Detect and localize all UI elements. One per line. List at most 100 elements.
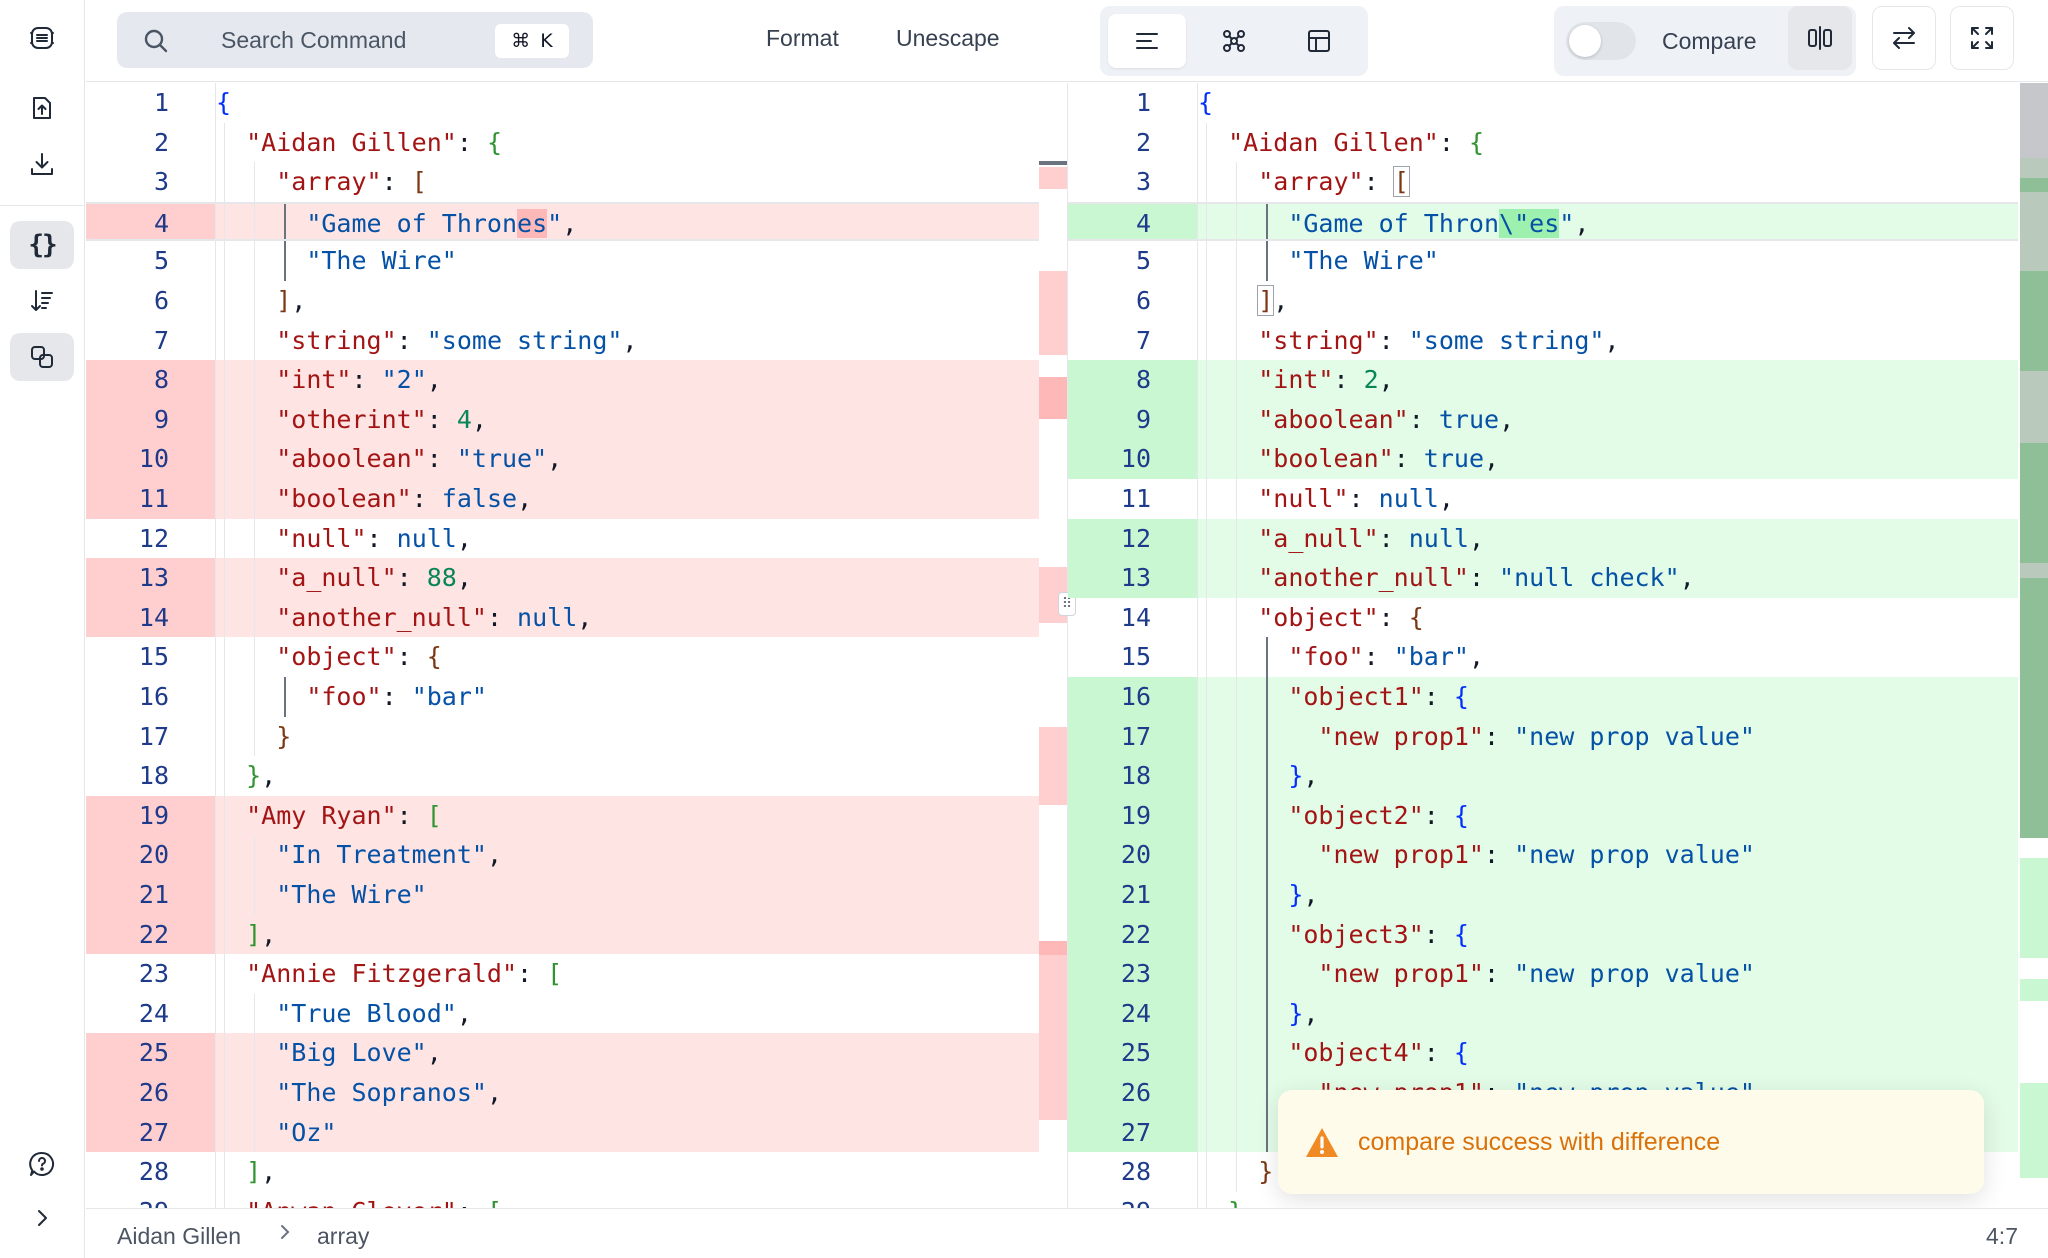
code-line[interactable]: 18 }, xyxy=(86,756,1039,796)
code-line[interactable]: 4 "Game of Thrones", xyxy=(86,201,1039,242)
code-line[interactable]: 23 "new prop1": "new prop value" xyxy=(1068,954,2018,994)
code-line[interactable]: 7 "string": "some string", xyxy=(86,320,1039,361)
unescape-button[interactable]: Unescape xyxy=(896,25,1000,51)
code-line[interactable]: 20 "In Treatment", xyxy=(86,835,1039,875)
code-line[interactable]: 29 }, xyxy=(1068,1191,2018,1208)
gutter-border xyxy=(215,677,216,717)
code-line[interactable]: 11 "null": null, xyxy=(1068,479,2018,519)
code-line[interactable]: 22 ], xyxy=(86,914,1039,955)
compare-icon[interactable] xyxy=(10,333,74,381)
code-line[interactable]: 9 "aboolean": true, xyxy=(1068,399,2018,440)
code-line[interactable]: 24 "True Blood", xyxy=(86,993,1039,1034)
indent-guide xyxy=(254,558,256,598)
code-line[interactable]: 29 "Anwan Glover": [ xyxy=(86,1191,1039,1208)
code-line[interactable]: 21 }, xyxy=(1068,875,2018,915)
code-text: ], xyxy=(216,281,306,321)
breadcrumb-item[interactable]: array xyxy=(317,1223,370,1249)
code-line[interactable]: 14 "another_null": null, xyxy=(86,597,1039,638)
code-line[interactable]: 28 } xyxy=(1068,1152,2018,1192)
code-line[interactable]: 10 "boolean": true, xyxy=(1068,439,2018,479)
table-view-button[interactable] xyxy=(1280,14,1358,68)
code-line[interactable]: 18 }, xyxy=(1068,756,2018,796)
code-line[interactable]: 13 "a_null": 88, xyxy=(86,558,1039,598)
code-line[interactable]: 13 "another_null": "null check", xyxy=(1068,558,2018,598)
code-token: : xyxy=(1363,642,1394,672)
graph-view-button[interactable] xyxy=(1195,14,1273,68)
code-line[interactable]: 21 "The Wire" xyxy=(86,875,1039,915)
code-token xyxy=(1198,840,1318,869)
split-view-button[interactable] xyxy=(1788,6,1852,70)
resize-grip-icon[interactable]: ⠿ xyxy=(1058,592,1076,616)
left-overview-ruler[interactable] xyxy=(1039,83,1067,1208)
swap-sides-button[interactable] xyxy=(1872,6,1936,70)
code-line[interactable]: 12 "null": null, xyxy=(86,518,1039,559)
code-text: "foo": "bar" xyxy=(216,677,487,717)
code-line[interactable]: 2 "Aidan Gillen": { xyxy=(86,122,1039,163)
code-line[interactable]: 15 "object": { xyxy=(86,637,1039,677)
modified-json-editor[interactable]: 1{2 "Aidan Gillen": {3 "array": [4 "Game… xyxy=(1068,83,2018,1208)
text-view-button[interactable] xyxy=(1108,14,1186,68)
format-button[interactable]: Format xyxy=(766,25,839,51)
sort-icon[interactable] xyxy=(10,277,74,325)
code-line[interactable]: 27 "Oz" xyxy=(86,1112,1039,1153)
logo-icon[interactable] xyxy=(10,14,74,62)
code-line[interactable]: 7 "string": "some string", xyxy=(1068,320,2018,361)
code-line[interactable]: 16 "object1": { xyxy=(1068,677,2018,717)
search-command-box[interactable]: Search Command ⌘ K xyxy=(117,12,593,68)
code-line[interactable]: 28 ], xyxy=(86,1152,1039,1192)
code-token: ] xyxy=(246,1157,262,1187)
code-line[interactable]: 20 "new prop1": "new prop value" xyxy=(1068,835,2018,875)
code-line[interactable]: 24 }, xyxy=(1068,993,2018,1034)
code-line[interactable]: 19 "Amy Ryan": [ xyxy=(86,795,1039,836)
code-line[interactable]: 25 "object4": { xyxy=(1068,1033,2018,1073)
line-number: 16 xyxy=(138,682,169,711)
code-line[interactable]: 3 "array": [ xyxy=(86,162,1039,202)
code-token: : xyxy=(1423,682,1454,711)
code-line[interactable]: 16 "foo": "bar" xyxy=(86,677,1039,717)
import-file-icon[interactable] xyxy=(10,84,74,132)
code-line[interactable]: 8 "int": 2, xyxy=(1068,360,2018,400)
original-json-editor[interactable]: 1{2 "Aidan Gillen": {3 "array": [4 "Game… xyxy=(86,83,1039,1208)
code-line[interactable]: 8 "int": "2", xyxy=(86,360,1039,400)
expand-rail-icon[interactable] xyxy=(10,1194,74,1242)
code-line[interactable]: 2 "Aidan Gillen": { xyxy=(1068,122,2018,163)
code-line[interactable]: 6 ], xyxy=(1068,281,2018,321)
help-icon[interactable] xyxy=(10,1140,74,1188)
pane-divider[interactable] xyxy=(1067,83,1068,1208)
code-line[interactable]: 19 "object2": { xyxy=(1068,795,2018,836)
code-line[interactable]: 10 "aboolean": "true", xyxy=(86,439,1039,479)
code-text: "object2": { xyxy=(1198,796,1469,836)
code-line[interactable]: 23 "Annie Fitzgerald": [ xyxy=(86,954,1039,994)
download-icon[interactable] xyxy=(10,140,74,188)
code-line[interactable]: 17 } xyxy=(86,716,1039,757)
indent-guide xyxy=(254,716,256,757)
code-token: 4 xyxy=(456,404,472,434)
compare-toggle[interactable] xyxy=(1566,22,1636,60)
code-line[interactable]: 11 "boolean": false, xyxy=(86,479,1039,519)
code-line[interactable]: 5 "The Wire" xyxy=(1068,241,2018,281)
code-line[interactable]: 1{ xyxy=(1068,83,2018,123)
breadcrumb-item[interactable]: Aidan Gillen xyxy=(117,1223,242,1249)
gutter-border xyxy=(1197,122,1198,163)
fullscreen-button[interactable] xyxy=(1950,6,2014,70)
line-number: 1 xyxy=(153,88,169,117)
right-overview-ruler[interactable] xyxy=(2020,83,2048,1208)
code-text: "Game of Thron\"es", xyxy=(1198,204,1589,240)
code-line[interactable]: 12 "a_null": null, xyxy=(1068,518,2018,559)
code-line[interactable]: 17 "new prop1": "new prop value" xyxy=(1068,716,2018,757)
code-line[interactable]: 3 "array": [ xyxy=(1068,162,2018,202)
json-braces-icon[interactable]: {} xyxy=(10,221,74,269)
code-line[interactable]: 15 "foo": "bar", xyxy=(1068,637,2018,677)
code-line[interactable]: 6 ], xyxy=(86,281,1039,321)
code-line[interactable]: 22 "object3": { xyxy=(1068,914,2018,955)
code-line[interactable]: 5 "The Wire" xyxy=(86,241,1039,281)
code-line[interactable]: 26 "The Sopranos", xyxy=(86,1073,1039,1113)
code-token: } xyxy=(246,761,262,791)
code-line[interactable]: 9 "otherint": 4, xyxy=(86,399,1039,440)
gutter-border xyxy=(1197,1152,1198,1192)
code-line[interactable]: 14 "object": { xyxy=(1068,597,2018,638)
code-line[interactable]: 4 "Game of Thron\"es", xyxy=(1068,201,2018,242)
code-line[interactable]: 1{ xyxy=(86,83,1039,123)
code-line[interactable]: 25 "Big Love", xyxy=(86,1033,1039,1073)
gutter-border xyxy=(1197,914,1198,955)
